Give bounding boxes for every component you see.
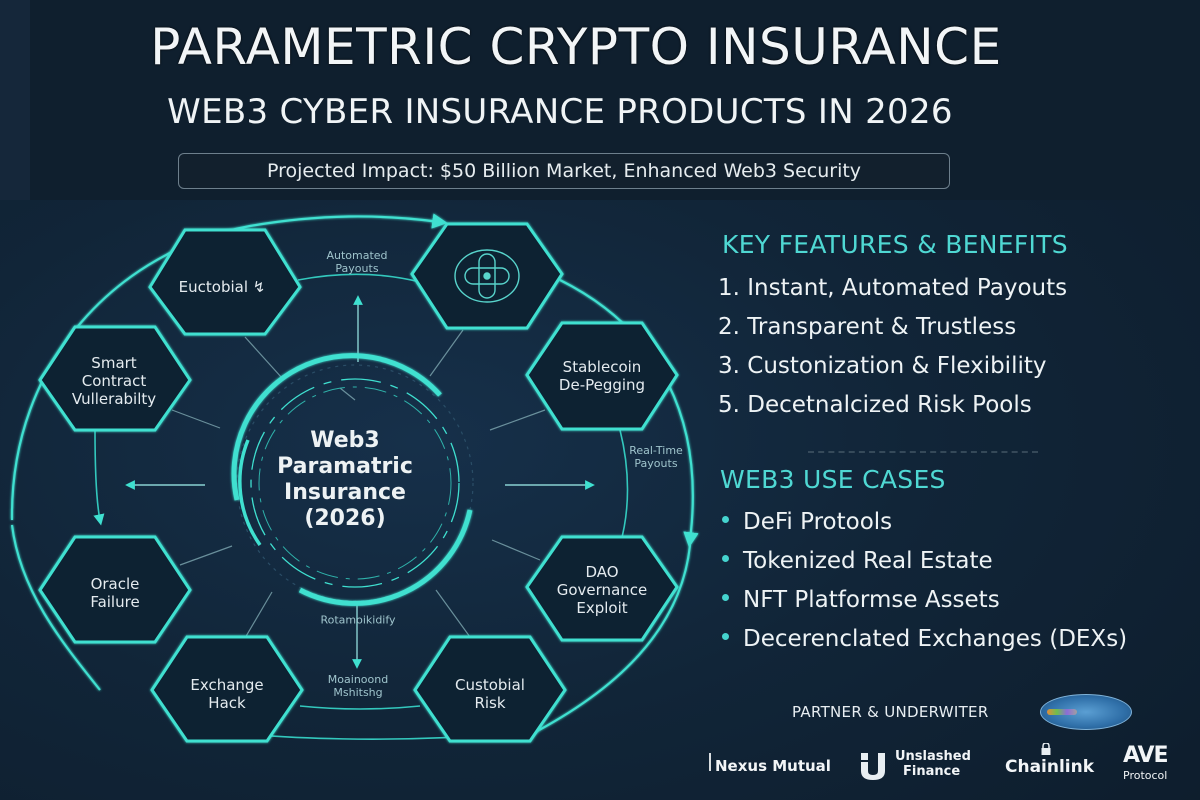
use-cases-list: DeFi Protools Tokenized Real Estate NFT … — [722, 503, 1127, 659]
hex-label-line: Hack — [208, 694, 246, 712]
nexus-mutual-label: Nexus Mutual — [715, 757, 831, 775]
page-subtitle: WEB3 CYBER INSURANCE PRODUCTS IN 2026 — [167, 92, 953, 132]
flow-label-realtime-payouts: Real-Time Payouts — [629, 444, 683, 470]
flow-label-line: Payouts — [335, 262, 379, 275]
flow-label-line: Moainoond — [327, 673, 389, 686]
hex-label-line: Contract — [81, 372, 147, 390]
hex-label-line: Risk — [474, 694, 506, 712]
center-label-line: Insurance — [284, 480, 406, 505]
hex-label-line: Custobial — [455, 676, 525, 694]
hex-exchange-hack: Exchange Hack — [190, 676, 263, 712]
center-label-line: Paramatric — [277, 454, 413, 479]
hex-label-line: Governance — [556, 581, 648, 599]
insurance-cycle-diagram — [10, 213, 699, 743]
use-case-item: DeFi Protools — [722, 503, 1127, 542]
hex-custodial-risk: Custobial Risk — [455, 676, 525, 712]
hex-label-line: DAO — [585, 563, 619, 581]
hexagon-shapes — [38, 222, 679, 743]
hex-euctobial-label: Euctobial ↯ — [178, 278, 266, 296]
use-case-label: Tokenized Real Estate — [743, 548, 993, 574]
hex-label-line: Failure — [90, 593, 140, 611]
feature-item: 3. Custonization & Flexibility — [718, 353, 1047, 379]
flow-label-line: Real-Time — [629, 444, 683, 457]
hex-label-line: Oracle — [90, 575, 140, 593]
partner-logos: Nexus Mutual Unslashed Finance Chainlink… — [705, 743, 1200, 790]
hex-oracle-failure: Oracle Failure — [90, 575, 139, 611]
feature-item: 1. Instant, Automated Payouts — [718, 275, 1068, 301]
finance-label: Finance — [903, 764, 961, 779]
hex-stablecoin-depegging: Stablecoin De-Pegging — [559, 358, 645, 394]
section-divider — [808, 451, 1038, 456]
hex-label-line: Exploit — [576, 599, 628, 617]
use-case-label: NFT Platformse Assets — [743, 587, 1000, 613]
bullet-icon — [722, 555, 729, 562]
use-case-label: Decerenclated Exchanges (DEXs) — [743, 626, 1128, 652]
hex-label-line: Vullerabilty — [71, 390, 157, 408]
globe-icon — [1040, 694, 1132, 730]
header-left-strip — [0, 0, 30, 200]
aave-logo: AVE — [1123, 743, 1169, 768]
nexus-bar-icon — [709, 753, 711, 771]
bullet-icon — [722, 594, 729, 601]
flow-label-line: Mshitshg — [333, 686, 383, 699]
use-case-label: DeFi Protools — [743, 509, 893, 535]
feature-item: 5. Decetnalcized Risk Pools — [718, 392, 1032, 418]
feature-item: 2. Transparent & Trustless — [718, 314, 1017, 340]
flow-label-automated-payouts: Automated Payouts — [326, 249, 387, 275]
features-list: 1. Instant, Automated Payouts 2. Transpa… — [718, 269, 1067, 425]
flow-label-line: Automated — [326, 249, 388, 262]
hex-dao-governance-exploit: DAO Governance Exploit — [557, 563, 648, 617]
flow-label-line: Rotamoikidify — [320, 613, 396, 627]
hex-smart-contract-vulnerability: Smart Contract Vullerabilty — [72, 354, 156, 408]
partners-title: PARTNER & UNDERWITER — [792, 703, 989, 721]
projected-impact-banner: Projected Impact: $50 Billion Market, En… — [178, 153, 950, 189]
center-label: Web3 Paramatric Insurance (2026) — [277, 428, 413, 532]
page-title: PARAMETRIC CRYPTO INSURANCE — [150, 18, 1002, 76]
connectors — [171, 329, 546, 639]
hex-label-line: De-Pegging — [558, 376, 646, 394]
unslashed-finance-logo: Unslashed Finance — [895, 749, 971, 779]
aave-protocol-label: Protocol — [1123, 769, 1168, 782]
flow-label-middle: Rotamoikidify — [320, 614, 395, 627]
flow-label-line: Payouts — [634, 457, 678, 470]
center-label-line: (2026) — [304, 506, 386, 531]
center-rings — [231, 353, 474, 606]
bullet-icon — [722, 633, 729, 640]
hex-label-line: Smart — [91, 354, 137, 372]
use-case-item: Decerenclated Exchanges (DEXs) — [722, 620, 1127, 659]
unslashed-label: Unslashed — [895, 749, 971, 764]
projected-impact-text: Projected Impact: $50 Billion Market, En… — [266, 160, 862, 182]
nexus-mutual-logo: Nexus Mutual — [709, 753, 831, 775]
use-case-item: Tokenized Real Estate — [722, 542, 1127, 581]
flow-label-bottom: Moainoond Mshitshg — [328, 673, 388, 699]
center-label-line: Web3 — [310, 428, 380, 453]
chainlink-logo: Chainlink — [1005, 757, 1095, 777]
bullet-icon — [722, 516, 729, 523]
hex-label-line: Exchange — [190, 676, 264, 694]
use-case-item: NFT Platformse Assets — [722, 581, 1127, 620]
hex-label-line: Stablecoin — [562, 358, 642, 376]
hex-euctobial: Euctobial ↯ — [179, 278, 266, 296]
shield-cross-icon — [454, 249, 520, 303]
lock-icon — [1041, 743, 1051, 755]
features-title: KEY FEATURES & BENEFITS — [722, 230, 1068, 259]
use-cases-title: WEB3 USE CASES — [720, 465, 946, 494]
center-arrows — [125, 295, 595, 669]
unslashed-u-icon — [861, 753, 885, 780]
